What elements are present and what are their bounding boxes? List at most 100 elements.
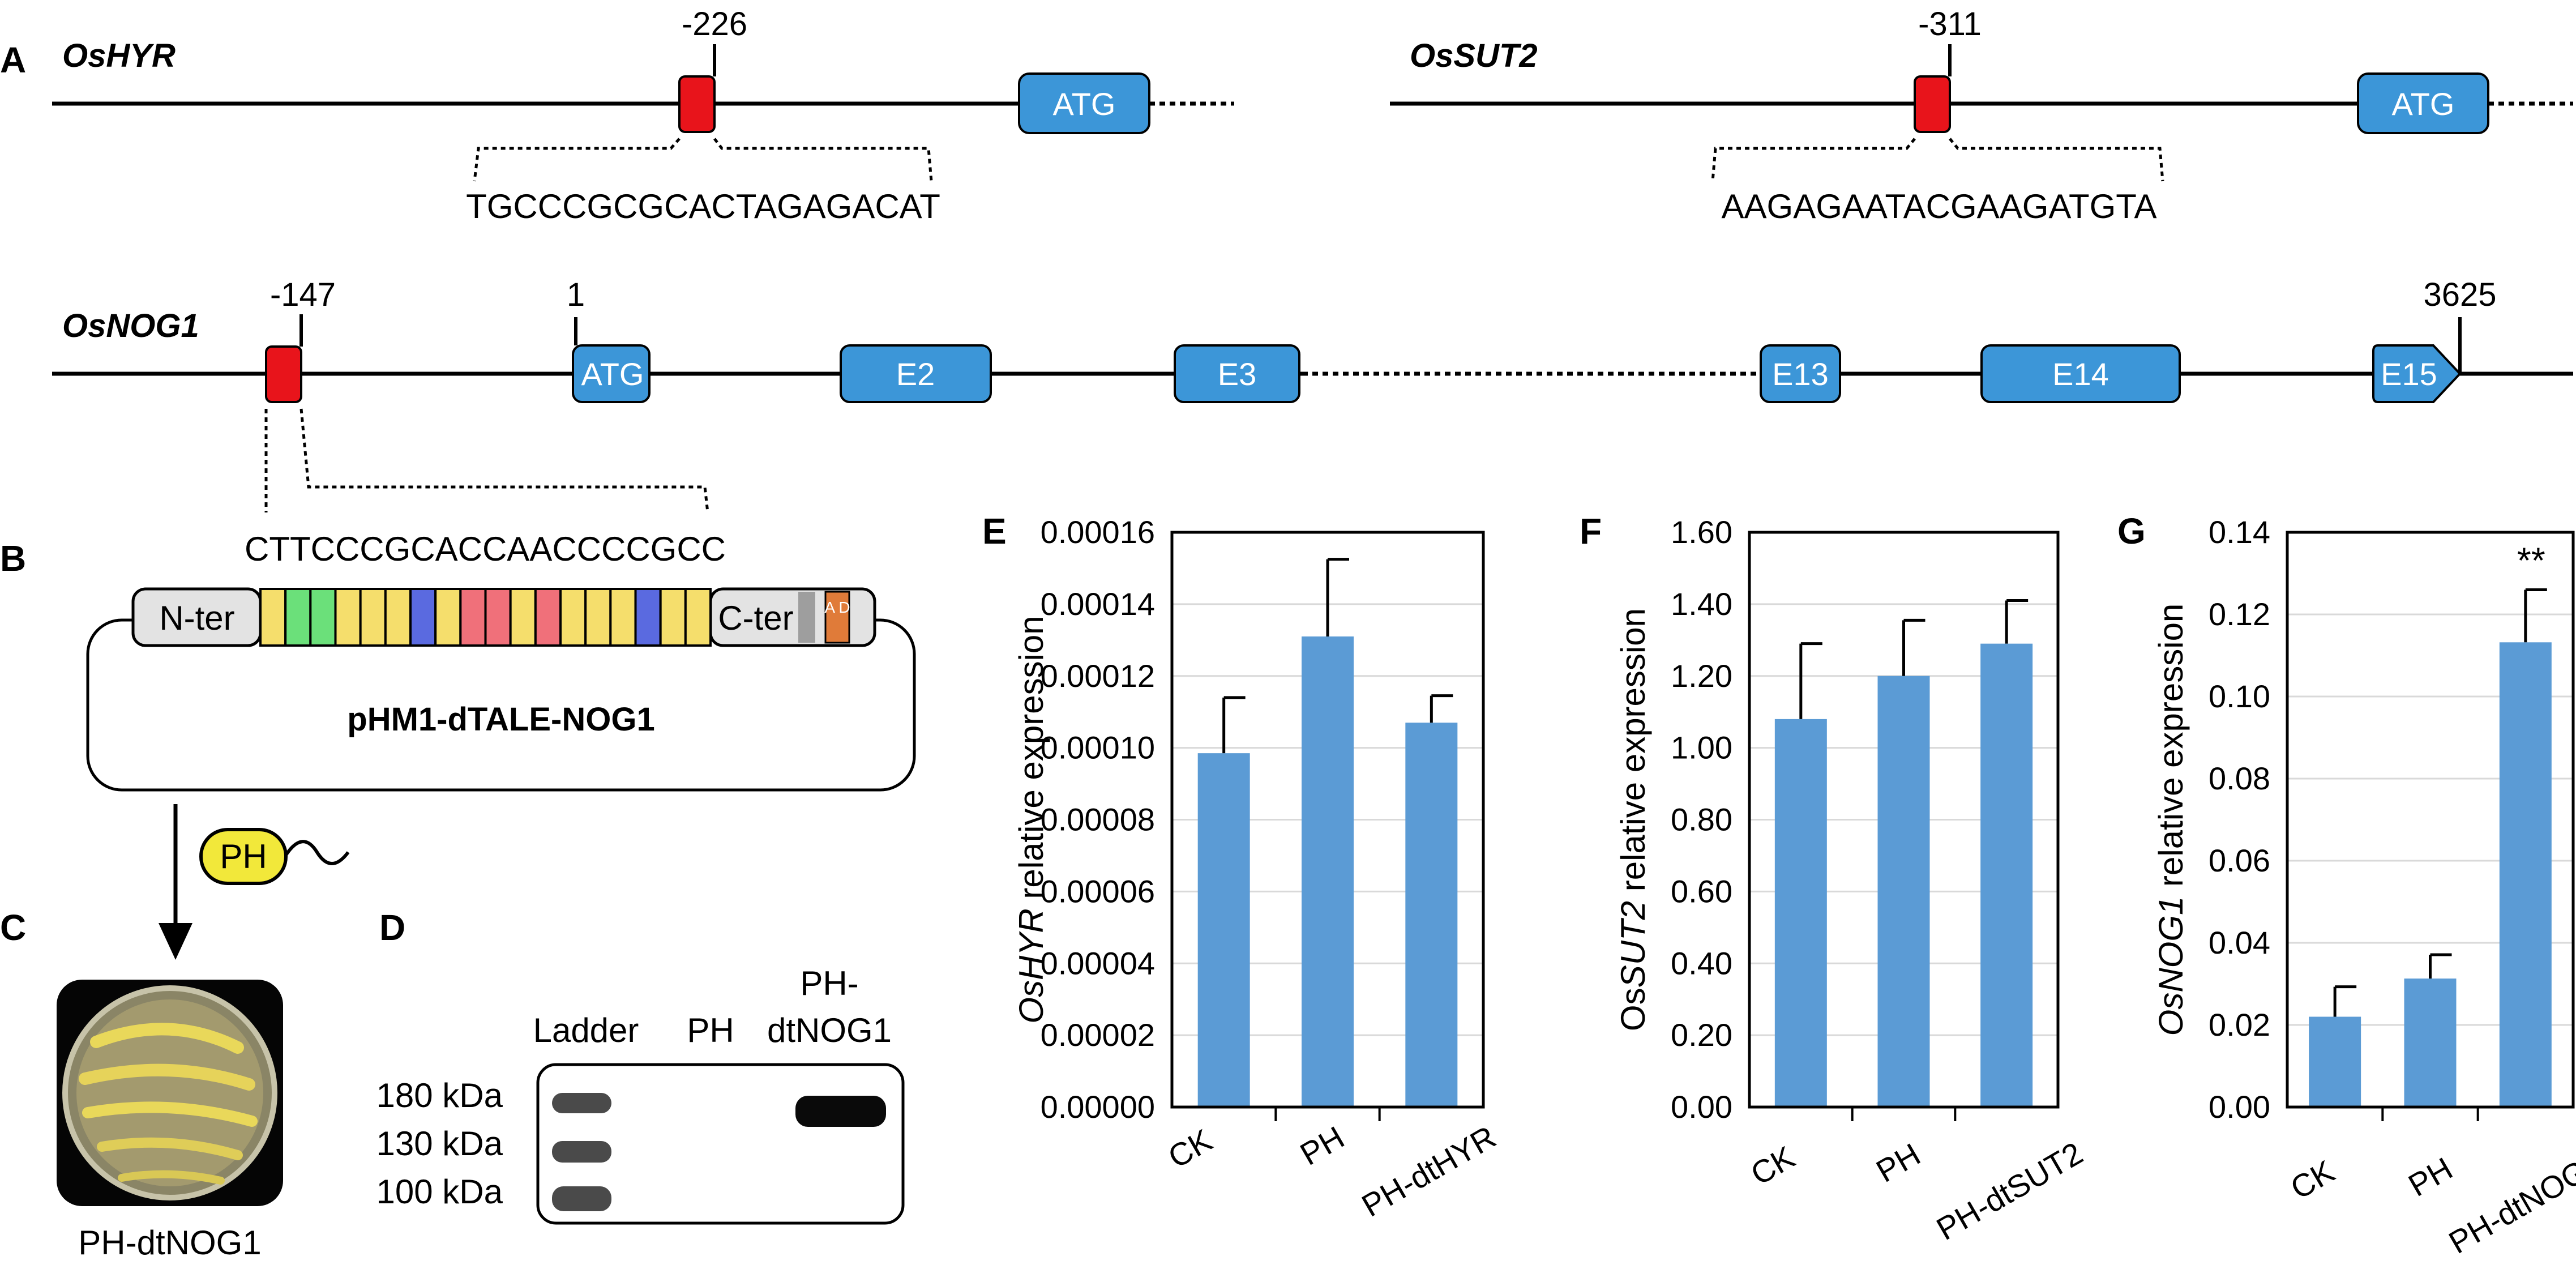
oshyr-atg-exon (1018, 72, 1150, 134)
repeat-unit (559, 588, 587, 647)
y-tick-label: 0.10 (2209, 678, 2270, 714)
nls-segment (798, 592, 815, 643)
bar-ph (2404, 979, 2457, 1107)
western-blot: Ladder PH PH- dtNOG1 180 kDa 130 kDa 100… (376, 964, 905, 1225)
repeat-unit (609, 588, 637, 647)
y-tick-label: 0.00004 (1041, 945, 1155, 981)
panel-label-a: A (0, 40, 26, 80)
oshyr-gene-map: OsHYR -226 ATG TGCCCGCGCACTAGAGACAT (52, 6, 1234, 225)
panel-label-c: C (0, 907, 26, 948)
repeat-unit (434, 588, 462, 647)
repeat-unit (484, 588, 512, 647)
y-tick-label: 0.60 (1671, 873, 1732, 909)
osnog1-callout-right (299, 408, 709, 513)
plot-frame (1170, 531, 1485, 1109)
repeat-unit (634, 588, 662, 647)
osnog1-exon-e15-label: E15 (2381, 356, 2437, 392)
y-tick-label: 0.00002 (1041, 1017, 1155, 1053)
colony-streak-4 (97, 1137, 243, 1160)
ossut2-sequence: AAGAGAATACGAAGATGTA (1721, 187, 2156, 225)
panel-label-d: D (379, 907, 405, 948)
y-axis-title: OsSUT2 relative expression (1614, 608, 1652, 1031)
panel-label-f: F (1580, 511, 1602, 552)
ph-bacterium: PH (199, 828, 350, 885)
y-tick-label: 0.12 (2209, 596, 2270, 632)
repeat-unit (659, 588, 687, 647)
plasmid-name: pHM1-dTALE-NOG1 (347, 701, 654, 738)
bar-ph-dthyr (1405, 723, 1458, 1107)
repeat-unit (384, 588, 412, 647)
repeat-unit (459, 588, 487, 647)
y-tick-label: 0.00016 (1041, 514, 1155, 550)
oshyr-target-site (678, 75, 716, 133)
y-axis-title-gene: SUT2 (1614, 901, 1652, 988)
osnog1-exon-e3 (1174, 344, 1300, 403)
colony-streak-2 (79, 1063, 255, 1091)
chart-e: 0.000000.000020.000040.000060.000080.000… (1012, 514, 1502, 1224)
osnog1-position: -147 (270, 276, 336, 313)
repeat-unit (409, 588, 437, 647)
y-tick-label: 0.20 (1671, 1017, 1732, 1053)
bacterium-body (199, 828, 288, 885)
bar-ck (1197, 753, 1250, 1107)
osnog1-sequence: CTTCCCGCACCAACCCCGCC (245, 530, 726, 568)
ossut2-callout-right (1949, 138, 2164, 182)
bacterium-label: PH (220, 838, 267, 875)
osnog1-gene-map: OsNOG1 -147 1 ATG E2 E3 E13 E14 E15 3625… (52, 276, 2573, 568)
y-tick-label: 0.40 (1671, 945, 1732, 981)
x-tick-label: CK (1162, 1122, 1218, 1174)
bar-ph-dtnog1 (2499, 642, 2552, 1107)
x-tick-label: PH (2402, 1150, 2458, 1203)
y-tick-label: 0.00 (1671, 1089, 1732, 1125)
size-180: 180 kDa (376, 1076, 503, 1114)
repeat-unit (509, 588, 537, 647)
x-tick-label: CK (1745, 1139, 1801, 1191)
osnog1-name: OsNOG1 (62, 307, 199, 344)
ladder-band-180 (552, 1093, 611, 1113)
y-tick-label: 0.00014 (1041, 586, 1155, 622)
colony-streak-1 (90, 1023, 244, 1054)
colony-streak-3 (82, 1101, 258, 1127)
y-tick-label: 0.80 (1671, 802, 1732, 838)
osnog1-tss: 1 (567, 276, 585, 313)
bar-ck (2309, 1016, 2361, 1107)
y-tick-label: 0.00012 (1041, 658, 1155, 694)
osnog1-exon-e2-label: E2 (896, 356, 935, 392)
y-tick-label: 1.40 (1671, 586, 1732, 622)
ossut2-gene-map: OsSUT2 -311 ATG AAGAGAATACGAAGATGTA (1390, 6, 2573, 225)
y-tick-label: 0.00008 (1041, 802, 1155, 838)
y-axis-title: OsHYR relative expression (1012, 616, 1050, 1023)
expression-charts: 0.000000.000020.000040.000060.000080.000… (1012, 514, 2576, 1261)
y-axis-title-gene: OsNOG1 (2152, 896, 2190, 1036)
cter-label: C-ter (718, 599, 793, 637)
osnog1-exon-atg-label: ATG (581, 356, 644, 392)
repeat-unit (334, 588, 362, 647)
oshyr-name: OsHYR (62, 37, 176, 74)
significance-marker: ** (2517, 540, 2545, 581)
ad-label: A D (824, 599, 850, 616)
y-tick-label: 0.00010 (1041, 730, 1155, 766)
lane-ph-dtnog1-line1: PH- (800, 964, 858, 1002)
panel-label-b: B (0, 538, 26, 579)
repeat-unit (359, 588, 387, 647)
y-axis-title: OsNOG1 relative expression (2152, 604, 2190, 1036)
osnog1-exon-e13 (1760, 344, 1841, 403)
x-tick-label: PH-dtSUT2 (1931, 1135, 2089, 1247)
osnog1-exon-e15 (2372, 344, 2462, 403)
dtnog1-band (795, 1096, 886, 1127)
bar-ph (1877, 676, 1930, 1107)
dtale-plasmid: N-ter C-ter A D pHM1-dTALE-NOG1 (86, 587, 916, 792)
repeat-unit (259, 588, 287, 647)
repeat-unit (584, 588, 612, 647)
repeat-unit (684, 588, 712, 647)
ossut2-atg-label: ATG (2392, 86, 2455, 122)
ossut2-position: -311 (1918, 6, 1982, 42)
y-axis-title-gene: OsHYR (1012, 908, 1050, 1023)
bar-ph-dtsut2 (1980, 643, 2033, 1107)
lane-ph-dtnog1-line2: dtNOG1 (767, 1011, 892, 1049)
oshyr-atg-label: ATG (1053, 86, 1116, 122)
x-tick-label: PH-dtHYR (1356, 1118, 1502, 1223)
culture-plate-photo (57, 980, 283, 1206)
